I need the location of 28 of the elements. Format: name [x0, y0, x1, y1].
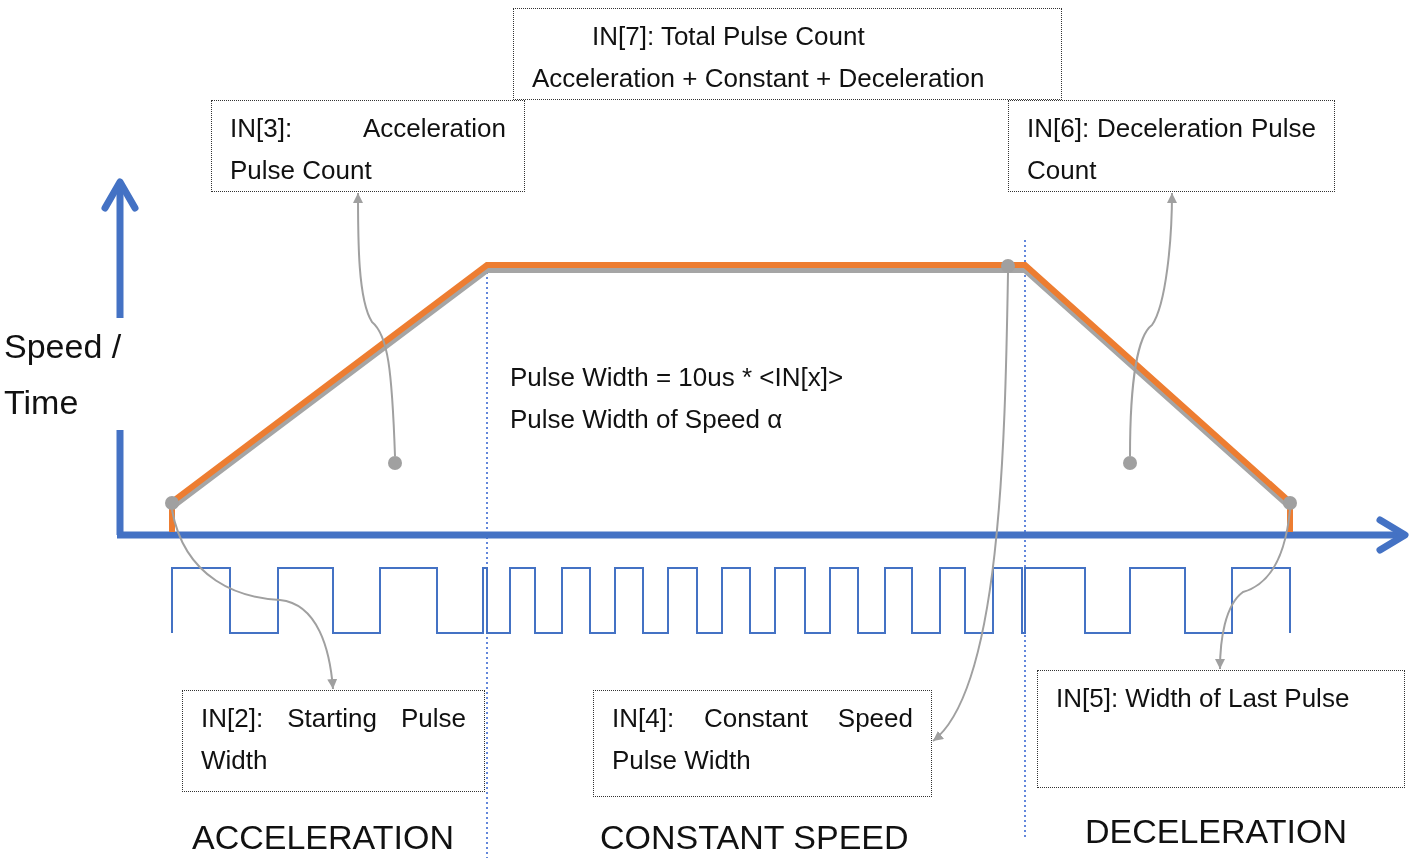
marker-dot	[165, 496, 179, 510]
box-text: IN[2]: Starting Pulse Width	[201, 702, 466, 777]
phase-label: DECELERATION	[1085, 812, 1347, 851]
box-text: IN[3]: Acceleration Pulse Count	[230, 112, 506, 187]
marker-dot	[1283, 496, 1297, 510]
leader-arrow	[353, 192, 396, 457]
leader-arrow	[1215, 509, 1291, 670]
parameter-box	[513, 8, 1062, 100]
box-text: Acceleration + Constant + Deceleration	[532, 62, 986, 95]
box-text: IN[5]: Width of Last Pulse	[1056, 682, 1351, 715]
leader-arrow	[171, 509, 337, 690]
marker-dot	[388, 456, 402, 470]
formula-text: Pulse Width of Speed α	[510, 404, 783, 435]
box-text: IN[6]: Deceleration Pulse Count	[1027, 112, 1316, 187]
parameter-box	[1008, 100, 1335, 192]
marker-dot	[1001, 259, 1015, 273]
formula-text: Pulse Width = 10us * <IN[x]>	[510, 362, 844, 393]
parameter-box	[1037, 670, 1405, 788]
parameter-box	[182, 690, 485, 792]
box-text: IN[4]: Constant Speed Pulse Width	[612, 702, 913, 777]
phase-label: ACCELERATION	[192, 818, 454, 857]
parameter-box	[593, 690, 932, 797]
parameter-box	[211, 100, 525, 192]
marker-dot	[1123, 456, 1137, 470]
phase-label: CONSTANT SPEED	[600, 818, 909, 857]
box-text: IN[7]: Total Pulse Count	[591, 20, 866, 53]
leader-arrow	[932, 272, 1009, 742]
leader-arrow	[1129, 192, 1177, 457]
